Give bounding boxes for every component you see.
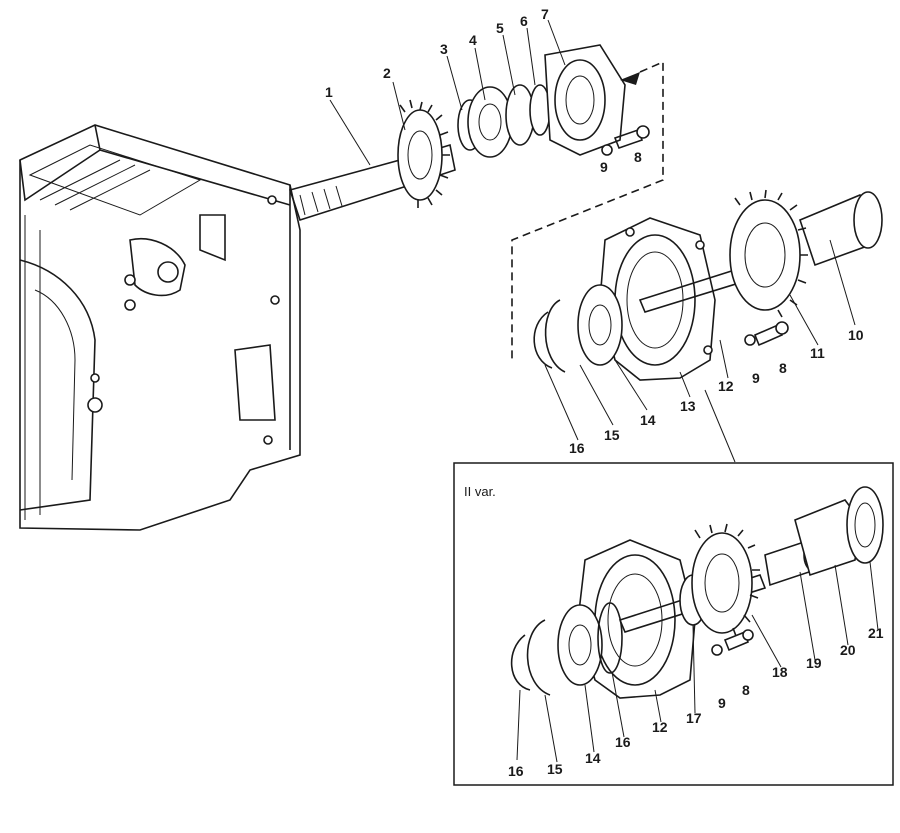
callout-4: 4 — [469, 32, 477, 48]
cover-7 — [544, 44, 626, 156]
ring-16 — [533, 311, 553, 369]
gearbox-housing — [19, 124, 301, 531]
callout-14: 14 — [640, 412, 656, 428]
inset-connector — [704, 389, 736, 463]
ring-15 — [544, 299, 566, 373]
arrow-icon — [620, 72, 640, 85]
inset-callout-8: 8 — [742, 682, 750, 698]
inset-callout-16b: 16 — [615, 734, 631, 750]
bolt-8-lower — [753, 321, 789, 347]
inset-title: II var. — [464, 484, 496, 499]
bearing-3-6 — [457, 84, 551, 158]
inset-callout-21: 21 — [868, 625, 884, 641]
callout-6: 6 — [520, 13, 528, 29]
shaft-10 — [638, 191, 883, 313]
bearing-14 — [577, 284, 623, 366]
inset-callout-17: 17 — [686, 710, 702, 726]
dashed-connector — [511, 60, 664, 360]
callout-15: 15 — [604, 427, 620, 443]
inset-panel: II var. — [453, 462, 894, 786]
callout-12: 12 — [718, 378, 734, 394]
gear-11 — [729, 189, 808, 318]
inset-callout-15: 15 — [547, 761, 563, 777]
leader-lines — [329, 19, 856, 441]
callout-11: 11 — [810, 345, 825, 361]
callout-1: 1 — [325, 84, 333, 100]
bolt-8-upper — [613, 125, 650, 150]
inset-callout-20: 20 — [840, 642, 856, 658]
gear-2 — [397, 99, 450, 208]
callout-10: 10 — [848, 327, 864, 343]
inset-callout-18: 18 — [772, 664, 788, 680]
callout-9-lower: 9 — [752, 370, 760, 386]
inset-callout-12: 12 — [652, 719, 668, 735]
callout-7: 7 — [541, 6, 549, 22]
callout-3: 3 — [440, 41, 448, 57]
inset-callout-19: 19 — [806, 655, 822, 671]
callout-5: 5 — [496, 20, 504, 36]
callout-9-upper: 9 — [600, 159, 608, 175]
washer-9-upper — [601, 144, 613, 156]
callout-8-upper: 8 — [634, 149, 642, 165]
callout-2: 2 — [383, 65, 391, 81]
inset-callout-9: 9 — [718, 695, 726, 711]
inset-callout-14: 14 — [585, 750, 601, 766]
washer-9-lower — [744, 334, 756, 346]
callout-16: 16 — [569, 440, 585, 456]
callout-8-lower: 8 — [779, 360, 787, 376]
callout-13: 13 — [680, 398, 696, 414]
inset-callout-16a: 16 — [508, 763, 524, 779]
